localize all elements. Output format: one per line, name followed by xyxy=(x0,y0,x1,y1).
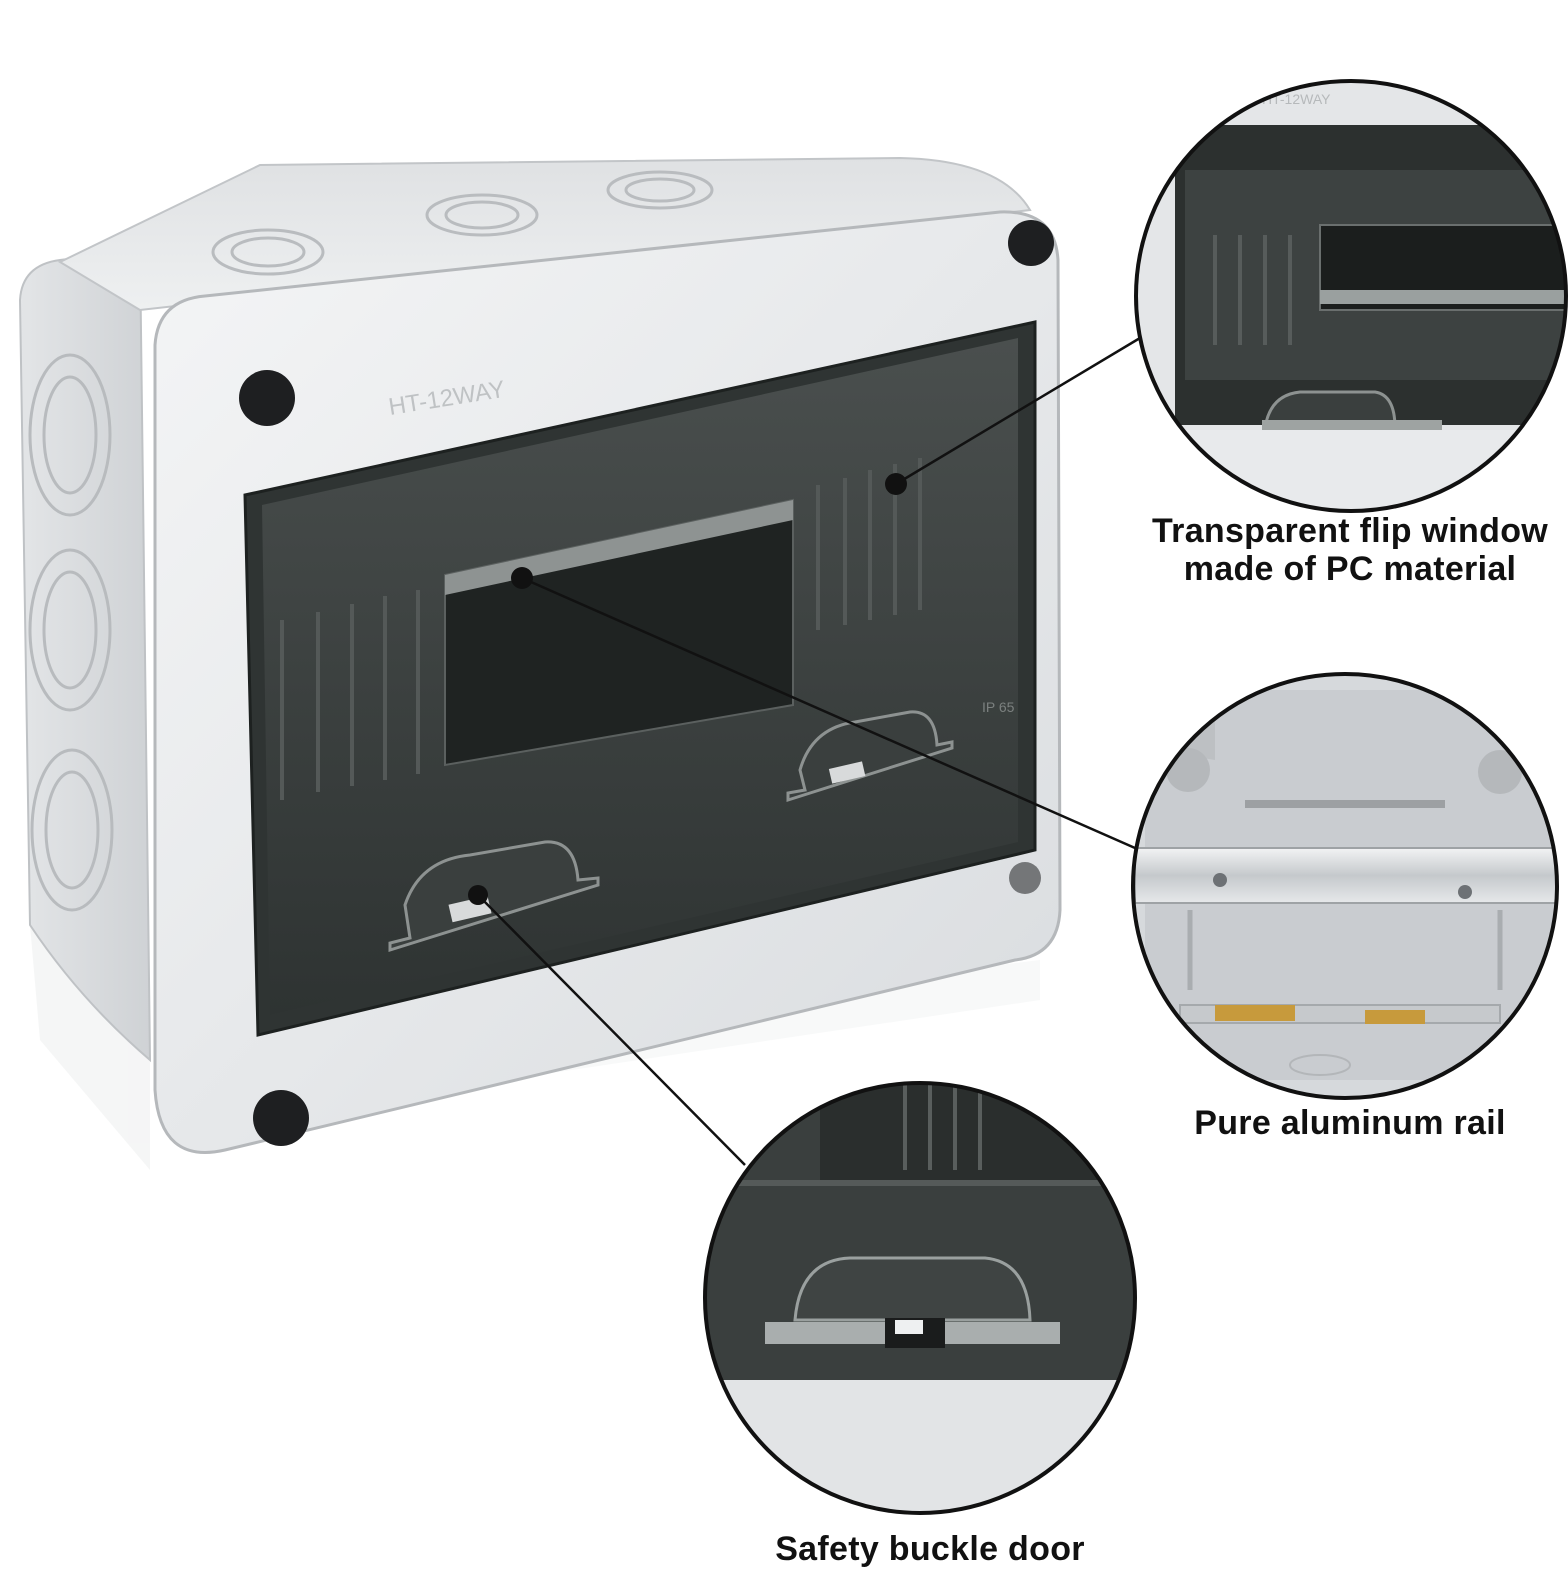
caption-flip-window-line2: made of PC material xyxy=(1183,550,1517,588)
window-ribs-left xyxy=(280,590,420,800)
caption-safety-buckle-door: Safety buckle door xyxy=(720,1530,1140,1568)
caption-flip-window: Transparent flip window made of PC mater… xyxy=(1130,512,1568,588)
aluminum-rail-visible xyxy=(445,500,793,595)
caption-safety-buckle-door-line1: Safety buckle door xyxy=(775,1530,1085,1568)
top-knockouts xyxy=(211,170,714,276)
door-latch-right[interactable] xyxy=(786,710,954,803)
zoom-flip-window: HT-12WAY xyxy=(1134,79,1568,513)
zoom-model-label: HT-12WAY xyxy=(1262,91,1331,107)
zoom-aluminum-rail xyxy=(1131,672,1559,1100)
enclosure-left-side xyxy=(18,248,152,1063)
leader-lines xyxy=(477,336,1141,1166)
caption-flip-window-line1: Transparent flip window xyxy=(1151,512,1549,550)
ip-label: IP 65 xyxy=(982,699,1015,715)
side-knockouts xyxy=(28,353,114,912)
caption-aluminum-rail-line1: Pure aluminum rail xyxy=(1194,1104,1506,1142)
enclosure-top xyxy=(57,156,1032,312)
leader-dots xyxy=(468,473,907,905)
caption-aluminum-rail: Pure aluminum rail xyxy=(1160,1104,1540,1142)
zoom-safety-buckle xyxy=(703,1081,1137,1515)
